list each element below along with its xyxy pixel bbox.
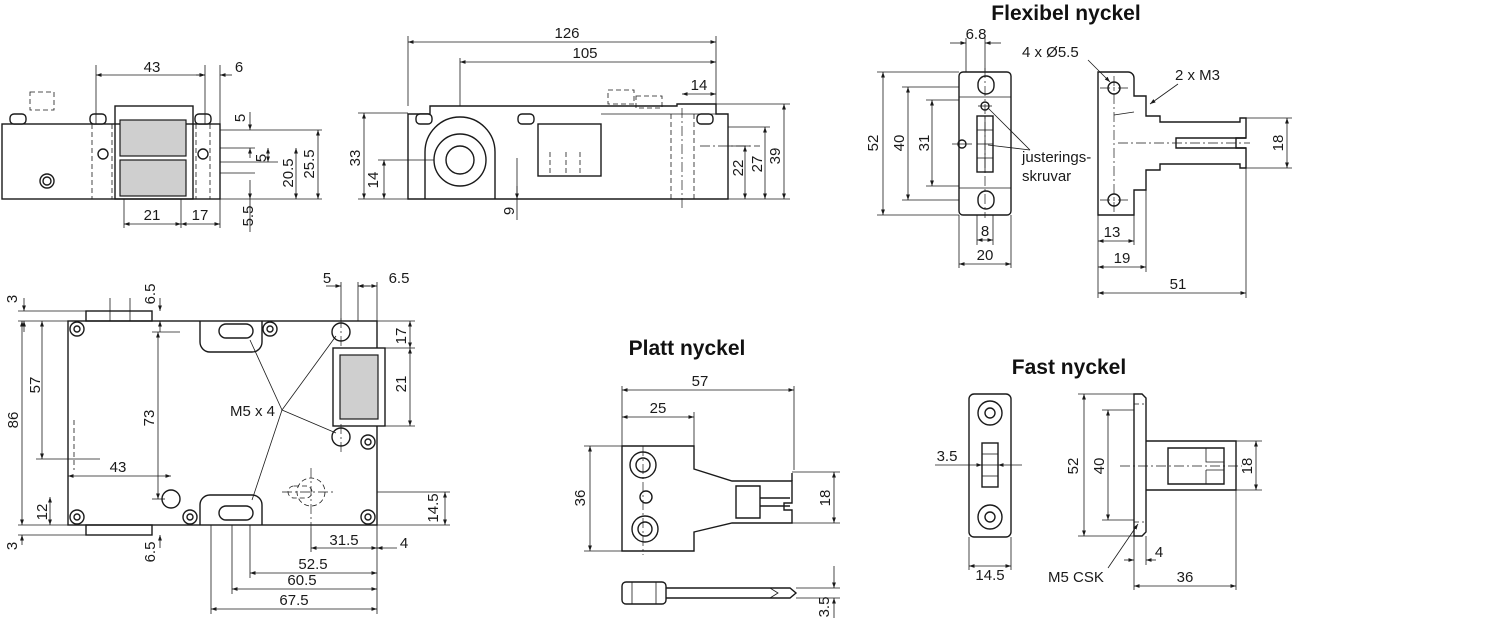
dim-6-5c: 6.5 xyxy=(142,542,159,563)
dim-17: 17 xyxy=(192,207,209,224)
dim-52-5: 52.5 xyxy=(298,556,327,573)
note-m5csk: M5 CSK xyxy=(1048,569,1104,586)
dim-39: 39 xyxy=(767,148,784,165)
note-adjust-2: skruvar xyxy=(1022,168,1071,185)
dim-18: 18 xyxy=(1270,135,1287,152)
dim-6: 6 xyxy=(235,59,243,76)
dim-57: 57 xyxy=(692,373,709,390)
dim-18: 18 xyxy=(1239,458,1256,475)
dim-14b: 14 xyxy=(365,172,382,189)
dim-43: 43 xyxy=(110,459,127,476)
dim-5: 5 xyxy=(323,270,331,287)
dim-3-5: 3.5 xyxy=(937,448,958,465)
dim-22: 22 xyxy=(730,160,747,177)
dim-73: 73 xyxy=(141,410,158,427)
dim-51: 51 xyxy=(1170,276,1187,293)
dim-20: 20 xyxy=(977,247,994,264)
dim-21: 21 xyxy=(144,207,161,224)
top-view: M5 x 4 3 6.5 5 6.5 57 xyxy=(4,270,450,614)
platt-key: Platt nyckel 57 25 36 18 xyxy=(572,337,840,618)
dim-25-5: 25.5 xyxy=(301,149,318,178)
dim-31-5: 31.5 xyxy=(329,532,358,549)
note-adjust-1: justerings- xyxy=(1021,149,1091,166)
side-view: 126 105 14 33 14 9 22 27 39 xyxy=(347,25,790,220)
fast-key: Fast nyckel 3.5 14.5 xyxy=(935,356,1262,590)
dim-52: 52 xyxy=(865,135,882,152)
dim-5a: 5 xyxy=(232,114,249,122)
note-threads: 2 x M3 xyxy=(1175,67,1220,84)
dim-25: 25 xyxy=(650,400,667,417)
dim-126: 126 xyxy=(554,25,579,42)
dim-12: 12 xyxy=(34,504,51,521)
flexibel-key: Flexibel nyckel 6.8 52 xyxy=(865,2,1292,298)
dim-4: 4 xyxy=(1155,544,1163,561)
dim-6-5b: 6.5 xyxy=(389,270,410,287)
dim-5-5: 5.5 xyxy=(240,206,257,227)
dim-33: 33 xyxy=(347,150,364,167)
dim-67-5: 67.5 xyxy=(279,592,308,609)
dim-20-5: 20.5 xyxy=(280,158,297,187)
dim-31: 31 xyxy=(916,135,933,152)
dim-40: 40 xyxy=(891,135,908,152)
dim-43: 43 xyxy=(144,59,161,76)
dim-57: 57 xyxy=(27,377,44,394)
dim-21: 21 xyxy=(393,376,410,393)
dim-4: 4 xyxy=(400,535,408,552)
dim-14a: 14 xyxy=(691,77,708,94)
dim-19: 19 xyxy=(1114,250,1131,267)
dim-36: 36 xyxy=(1177,569,1194,586)
dim-86: 86 xyxy=(5,412,22,429)
dim-9: 9 xyxy=(501,207,518,215)
dim-8: 8 xyxy=(981,223,989,240)
dim-14-5: 14.5 xyxy=(975,567,1004,584)
dim-27: 27 xyxy=(749,156,766,173)
dim-3b: 3 xyxy=(4,542,21,550)
dim-18: 18 xyxy=(817,490,834,507)
dim-52: 52 xyxy=(1065,458,1082,475)
dim-3a: 3 xyxy=(4,295,21,303)
front-view: 43 6 21 17 5 5.5 5 20.5 25.5 xyxy=(1,59,322,232)
dim-14-5: 14.5 xyxy=(425,493,442,522)
title-fast: Fast nyckel xyxy=(1012,356,1126,379)
dim-36: 36 xyxy=(572,490,589,507)
title-flexibel: Flexibel nyckel xyxy=(991,2,1140,25)
dim-17: 17 xyxy=(393,328,410,345)
title-platt: Platt nyckel xyxy=(629,337,746,360)
note-m5x4: M5 x 4 xyxy=(230,403,275,420)
dim-6-5a: 6.5 xyxy=(142,284,159,305)
dim-3-5: 3.5 xyxy=(816,597,833,618)
dim-60-5: 60.5 xyxy=(287,572,316,589)
dim-5b: 5 xyxy=(253,154,270,162)
dim-40: 40 xyxy=(1091,458,1108,475)
dim-105: 105 xyxy=(572,45,597,62)
note-holes: 4 x Ø5.5 xyxy=(1022,44,1079,61)
dim-6-8: 6.8 xyxy=(966,26,987,43)
dim-13: 13 xyxy=(1104,224,1121,241)
